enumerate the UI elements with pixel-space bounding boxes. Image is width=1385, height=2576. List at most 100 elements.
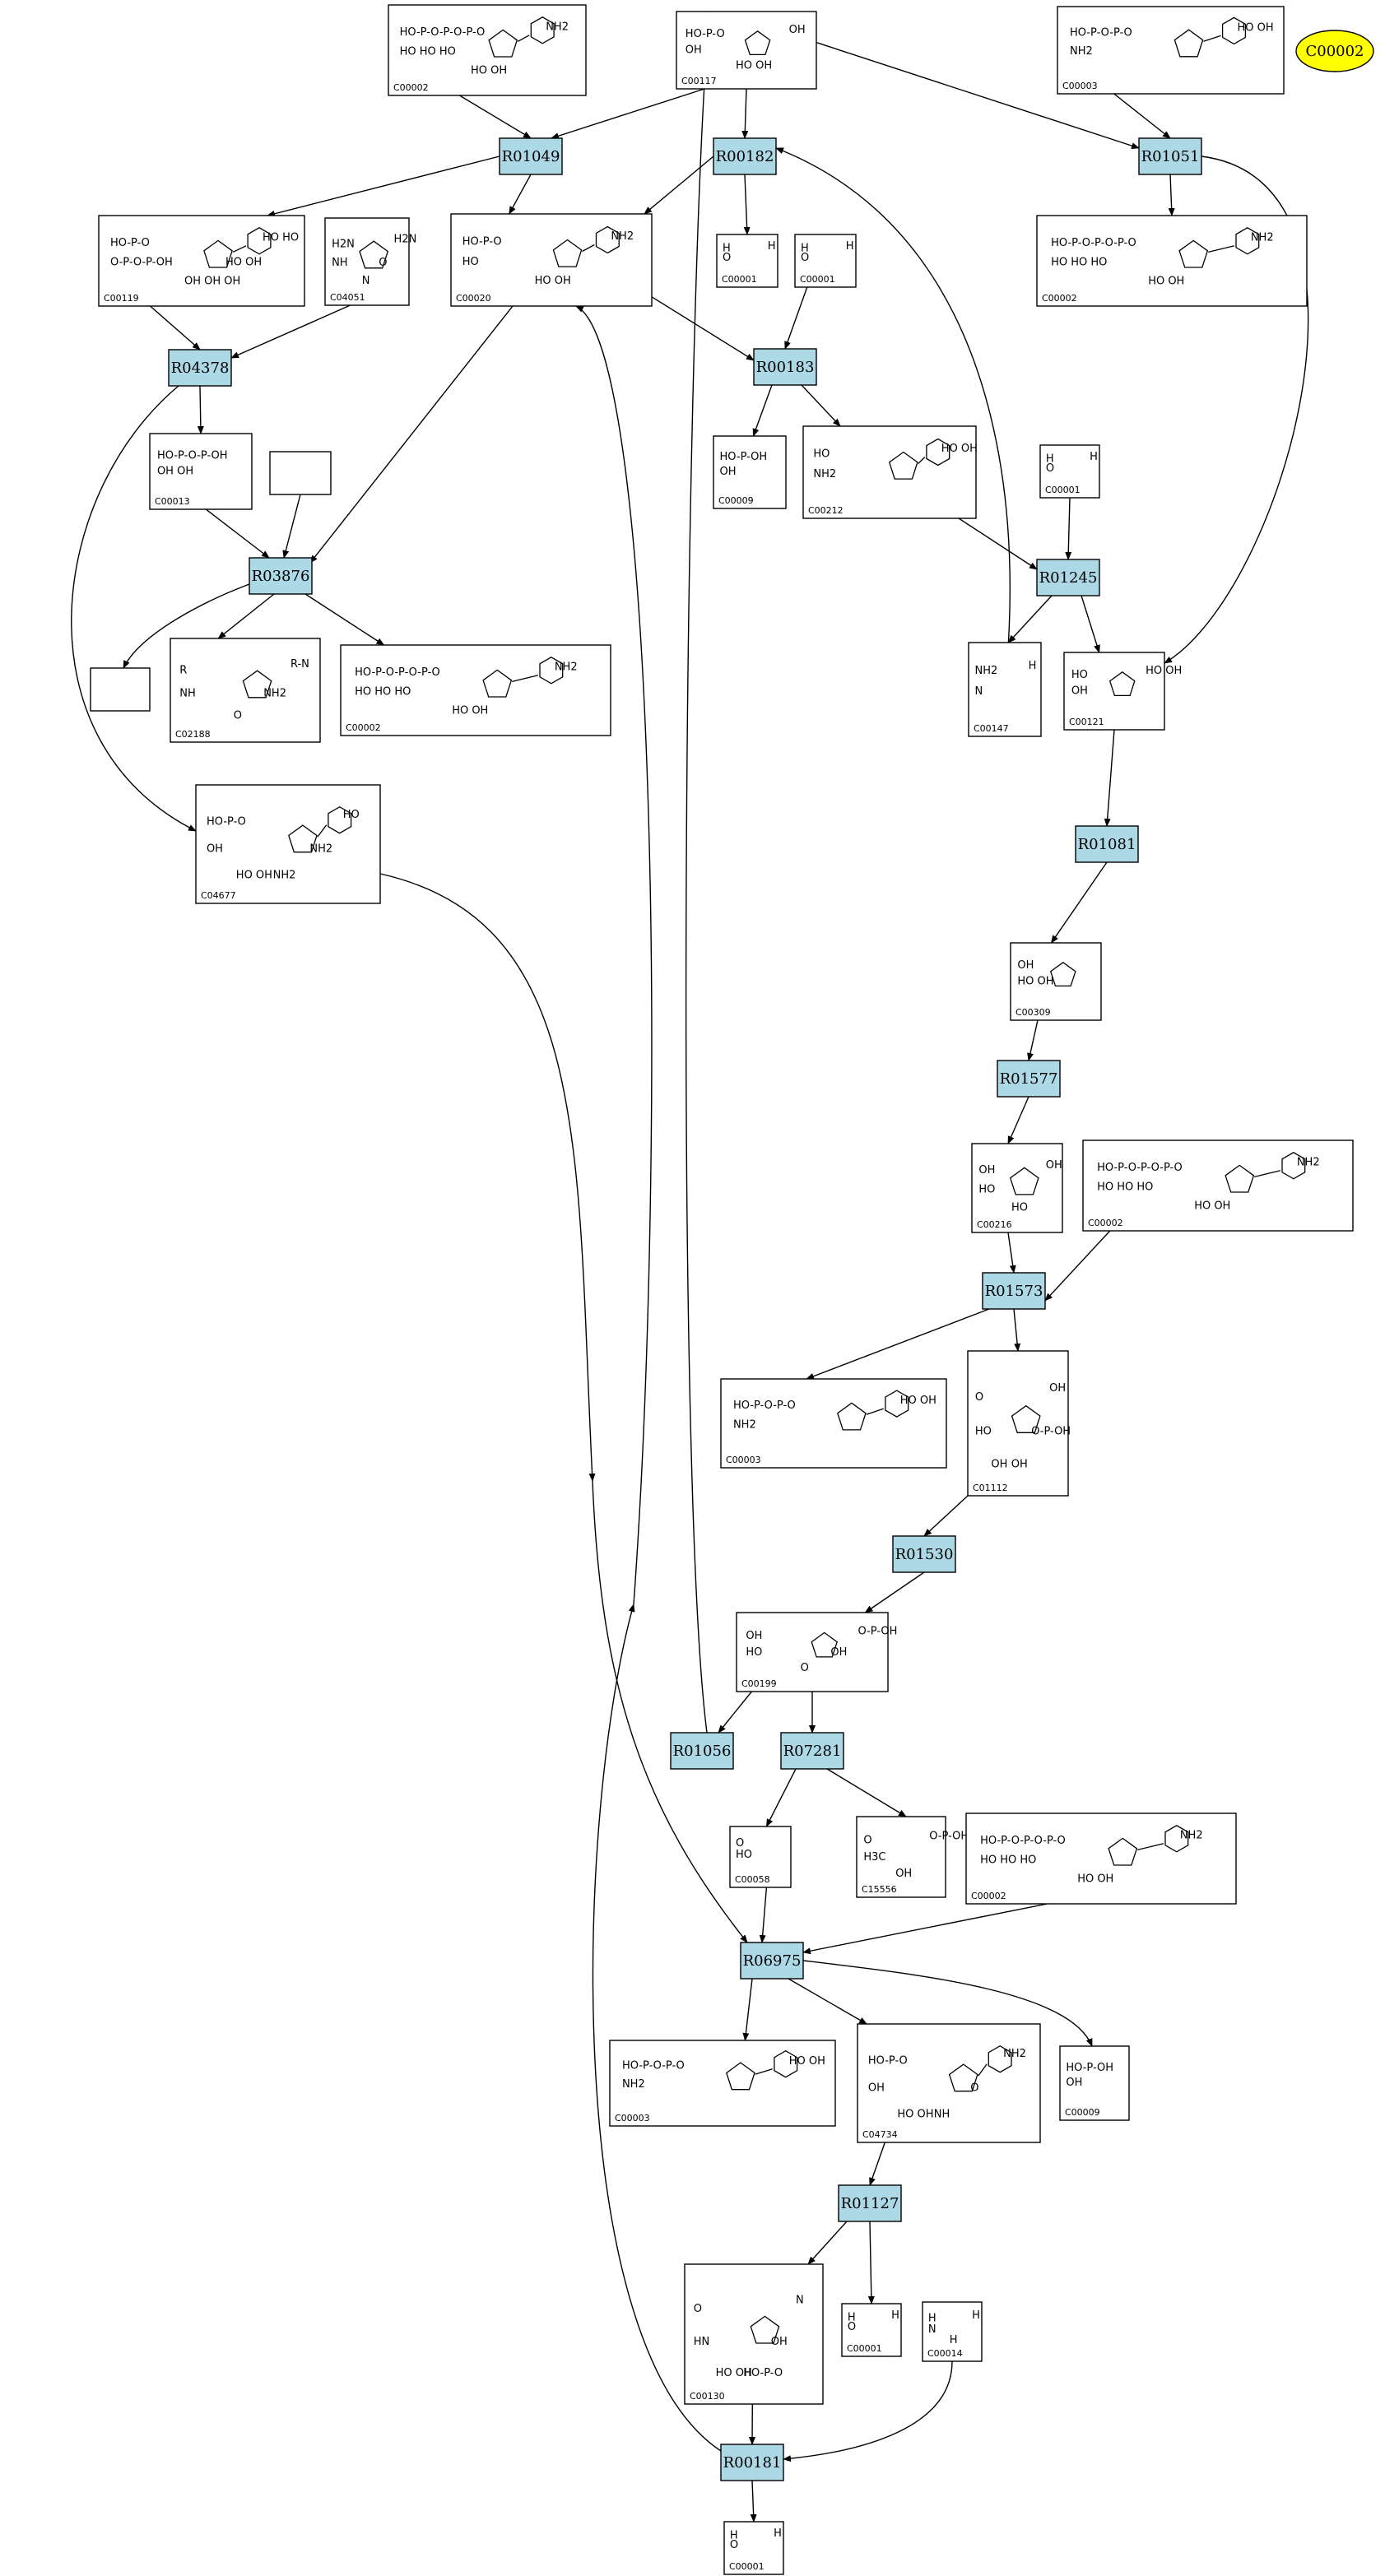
compound-box[interactable] bbox=[713, 435, 787, 509]
compound-box[interactable] bbox=[856, 1816, 946, 1898]
reaction-r00182[interactable]: R00182 bbox=[713, 137, 777, 175]
reaction-box[interactable] bbox=[168, 349, 232, 387]
compound-box[interactable] bbox=[269, 451, 332, 495]
compound-box[interactable] bbox=[1057, 6, 1285, 95]
reaction-r06975[interactable]: R06975 bbox=[740, 1942, 804, 1980]
reaction-box[interactable] bbox=[713, 137, 777, 175]
reaction-box[interactable] bbox=[982, 1272, 1046, 1310]
compound-box[interactable] bbox=[857, 2023, 1041, 2143]
reaction-box[interactable] bbox=[753, 348, 817, 386]
compound-box[interactable] bbox=[1063, 652, 1165, 731]
compound-box[interactable] bbox=[723, 2521, 784, 2575]
reaction-box[interactable] bbox=[838, 2184, 902, 2222]
compound-box[interactable] bbox=[1036, 215, 1308, 307]
reaction-r01051[interactable]: R01051 bbox=[1138, 137, 1202, 175]
compound-box[interactable] bbox=[340, 644, 611, 736]
compound-box[interactable] bbox=[794, 234, 857, 288]
reaction-box[interactable] bbox=[1138, 137, 1202, 175]
compound-box[interactable] bbox=[736, 1612, 889, 1692]
compound-box[interactable] bbox=[684, 2263, 824, 2405]
reaction-r01056[interactable]: R01056 bbox=[670, 1732, 734, 1770]
reaction-r01245[interactable]: R01245 bbox=[1036, 559, 1100, 596]
compound-box[interactable] bbox=[967, 1350, 1069, 1497]
compound-box[interactable] bbox=[1082, 1139, 1354, 1232]
compound-box[interactable] bbox=[971, 1143, 1063, 1233]
compound-blank-a[interactable] bbox=[269, 451, 332, 495]
reaction-box[interactable] bbox=[892, 1535, 956, 1573]
reaction-r01081[interactable]: R01081 bbox=[1075, 825, 1139, 863]
reaction-box[interactable] bbox=[720, 2444, 784, 2481]
compound-box[interactable] bbox=[90, 667, 151, 712]
reaction-r00183[interactable]: R00183 bbox=[753, 348, 817, 386]
compound-box[interactable] bbox=[1059, 2045, 1130, 2121]
compound-box[interactable] bbox=[676, 11, 817, 90]
compound-box[interactable] bbox=[195, 784, 381, 904]
reaction-box[interactable] bbox=[1075, 825, 1139, 863]
compound-box[interactable] bbox=[388, 4, 587, 96]
reaction-box[interactable] bbox=[1036, 559, 1100, 596]
reaction-box[interactable] bbox=[670, 1732, 734, 1770]
compound-box[interactable] bbox=[716, 234, 778, 288]
reaction-r00181[interactable]: R00181 bbox=[720, 2444, 784, 2481]
reaction-r01049[interactable]: R01049 bbox=[499, 137, 563, 175]
compound-box[interactable] bbox=[1010, 942, 1102, 1021]
compound-box[interactable] bbox=[450, 213, 653, 307]
reaction-box[interactable] bbox=[997, 1060, 1061, 1098]
compound-box[interactable] bbox=[170, 638, 321, 743]
reaction-r01530[interactable]: R01530 bbox=[892, 1535, 956, 1573]
compound-box[interactable] bbox=[324, 217, 410, 306]
compound-box[interactable] bbox=[968, 642, 1042, 737]
compound-box[interactable] bbox=[1039, 444, 1100, 499]
compound-box[interactable] bbox=[149, 433, 253, 510]
compound-box[interactable] bbox=[609, 2040, 836, 2127]
compound-box[interactable] bbox=[729, 1826, 792, 1888]
reaction-r01573[interactable]: R01573 bbox=[982, 1272, 1046, 1310]
reaction-r07281[interactable]: R07281 bbox=[780, 1732, 844, 1770]
compound-box[interactable] bbox=[841, 2303, 902, 2357]
reaction-box[interactable] bbox=[249, 557, 313, 595]
reaction-box[interactable] bbox=[740, 1942, 804, 1980]
compound-box[interactable] bbox=[802, 425, 977, 519]
reaction-r03876[interactable]: R03876 bbox=[249, 557, 313, 595]
compound-box[interactable] bbox=[98, 215, 305, 307]
compound-box[interactable] bbox=[720, 1378, 947, 1469]
compound-box[interactable] bbox=[922, 2301, 983, 2362]
compound-blank-b[interactable] bbox=[90, 667, 151, 712]
compound-box[interactable] bbox=[965, 1812, 1237, 1905]
reaction-r04378[interactable]: R04378 bbox=[168, 349, 232, 387]
reaction-r01577[interactable]: R01577 bbox=[997, 1060, 1061, 1098]
reaction-box[interactable] bbox=[499, 137, 563, 175]
reaction-r01127[interactable]: R01127 bbox=[838, 2184, 902, 2222]
